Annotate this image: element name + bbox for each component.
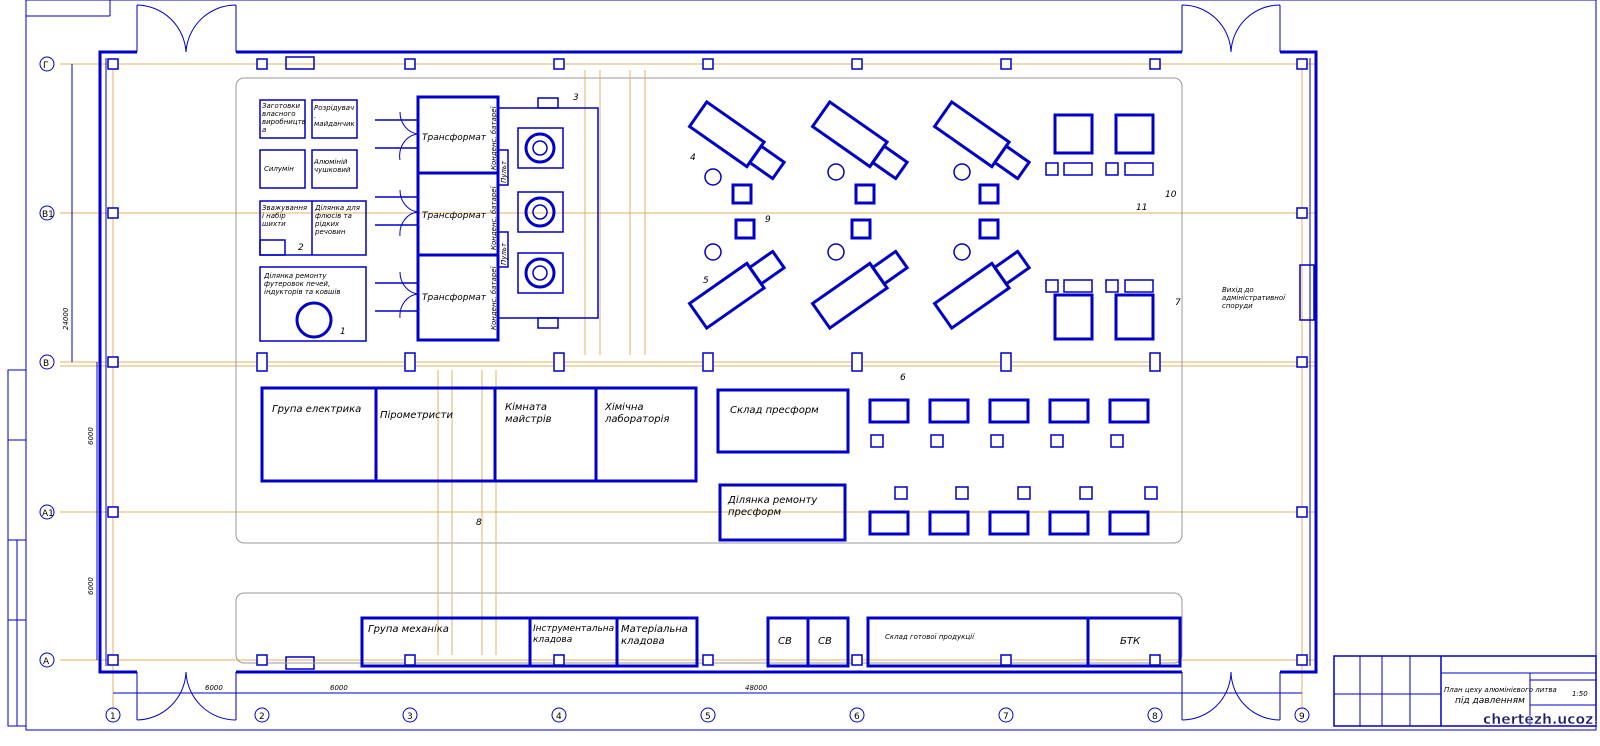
drawing-title-line2: під давленням [1455, 696, 1525, 706]
gate-top-left [136, 4, 237, 53]
svg-text:11: 11 [1136, 203, 1147, 213]
room-label-mold-repair: Ділянка ремонту пресформ [728, 495, 818, 518]
svg-text:6000: 6000 [205, 684, 223, 692]
svg-text:8: 8 [1152, 712, 1158, 722]
gate-bottom-right [1181, 671, 1281, 721]
room-label-aluminum: Алюміній чушковий [314, 158, 351, 174]
axis-markers-columns: 1 2 3 4 5 6 7 8 9 [105, 707, 1310, 723]
exit-label: Вихід до адміністративної споруди [1222, 286, 1286, 310]
room-label-electrician: Група електрика [272, 404, 362, 415]
watermark: chertezh.ucoz.ua [1483, 712, 1600, 728]
svg-text:В: В [43, 359, 49, 369]
svg-text:5: 5 [705, 712, 711, 722]
room-label-transformer-3: Трансформат [422, 293, 487, 303]
svg-text:6: 6 [854, 712, 860, 722]
svg-text:6: 6 [900, 373, 906, 383]
room-label-wc-2: СВ [818, 636, 832, 647]
axis-grid [60, 60, 1315, 710]
axis-markers-rows: Г В1 В А1 А [39, 56, 55, 668]
capacitor-label-1: Конденс. батареї [490, 105, 498, 170]
induction-furnaces [497, 97, 599, 329]
svg-text:2: 2 [259, 712, 265, 722]
capacitor-label-2: Конденс. батареї [490, 185, 498, 250]
svg-text:5: 5 [703, 276, 709, 286]
building-columns [107, 58, 1308, 666]
svg-text:6000: 6000 [330, 684, 348, 692]
svg-text:48000: 48000 [745, 684, 768, 692]
svg-text:8: 8 [476, 518, 482, 528]
svg-text:А1: А1 [42, 509, 54, 519]
svg-text:3: 3 [407, 712, 413, 722]
room-label-transformer-1: Трансформат [422, 133, 487, 143]
capacitor-label-3: Конденс. батареї [490, 265, 498, 330]
crane-tracks [437, 70, 646, 655]
room-label-weighing: Зважування і набір шихти [262, 204, 308, 228]
bottom-rooms [360, 616, 1182, 668]
drawing-title-line1: План цеху алюмінієвого литва [1444, 686, 1557, 694]
room-label-mold-store: Склад пресформ [730, 405, 819, 416]
dimension-lines: 24000 6000 6000 6000 6000 48000 [62, 64, 1302, 694]
svg-text:4: 4 [556, 712, 562, 722]
svg-text:1: 1 [340, 327, 346, 337]
gate-bottom-left [136, 671, 237, 721]
room-label-tool-store: Інструментальна кладова [533, 624, 615, 645]
svg-text:Г: Г [43, 61, 49, 71]
room-label-diluent: Розрідувач. майданчик [314, 104, 355, 128]
room-label-pyrometry: Пірометристи [380, 410, 453, 421]
room-label-wc-1: СВ [778, 636, 792, 647]
svg-text:3: 3 [573, 93, 579, 103]
room-label-qc: БТК [1120, 636, 1141, 647]
svg-text:6000: 6000 [87, 427, 95, 445]
room-label-masters: Кімната майстрів [505, 402, 552, 425]
room-label-finished-store: Склад готової продукції [885, 633, 975, 641]
svg-text:24000: 24000 [62, 307, 70, 330]
svg-text:В1: В1 [42, 210, 54, 220]
svg-text:1: 1 [110, 712, 116, 722]
svg-text:А: А [43, 657, 50, 667]
trim-presses [1045, 113, 1155, 341]
svg-text:9: 9 [1299, 712, 1305, 722]
scale-value: 1:50 [1572, 690, 1588, 698]
svg-text:10: 10 [1165, 190, 1177, 200]
room-label-silumin: Силумін [264, 165, 294, 173]
transformer-rooms: Трансформат Трансформат Трансформат Конд… [375, 95, 509, 342]
svg-text:4: 4 [690, 153, 696, 163]
svg-text:7: 7 [1003, 712, 1009, 722]
gate-top-right [1181, 4, 1281, 53]
drawing-frame [25, 0, 1597, 731]
svg-text:2: 2 [298, 243, 304, 253]
svg-text:6000: 6000 [87, 577, 95, 595]
control-label-2: Пульт [500, 242, 508, 265]
room-label-lining-repair: Ділянка ремонту футеровок печей, індукто… [264, 272, 341, 296]
die-casting-machines [687, 99, 1032, 331]
middle-rooms [260, 386, 850, 542]
storage-rooms [259, 99, 367, 342]
room-label-material-store: Матеріальна кладова [621, 624, 688, 647]
room-label-chem-lab: Хімічна лабораторія [605, 402, 670, 425]
svg-text:9: 9 [765, 215, 771, 225]
room-label-flux: Ділянка для флюсів та рідких речовин [315, 204, 360, 236]
room-label-blanks: Заготовки власного виробництва [262, 102, 306, 134]
production-area-outline [235, 77, 1183, 544]
room-label-mechanic: Група механіка [368, 624, 449, 635]
title-block: План цеху алюмінієвого литва під давленн… [1333, 655, 1597, 727]
svg-text:7: 7 [1175, 298, 1181, 308]
outer-walls [98, 50, 1318, 674]
room-label-transformer-2: Трансформат [422, 211, 487, 221]
callout-numbers: 1 2 3 4 5 6 7 8 9 10 11 [298, 93, 1181, 528]
finishing-benches [868, 398, 1158, 536]
control-label-1: Пульт [500, 160, 508, 183]
